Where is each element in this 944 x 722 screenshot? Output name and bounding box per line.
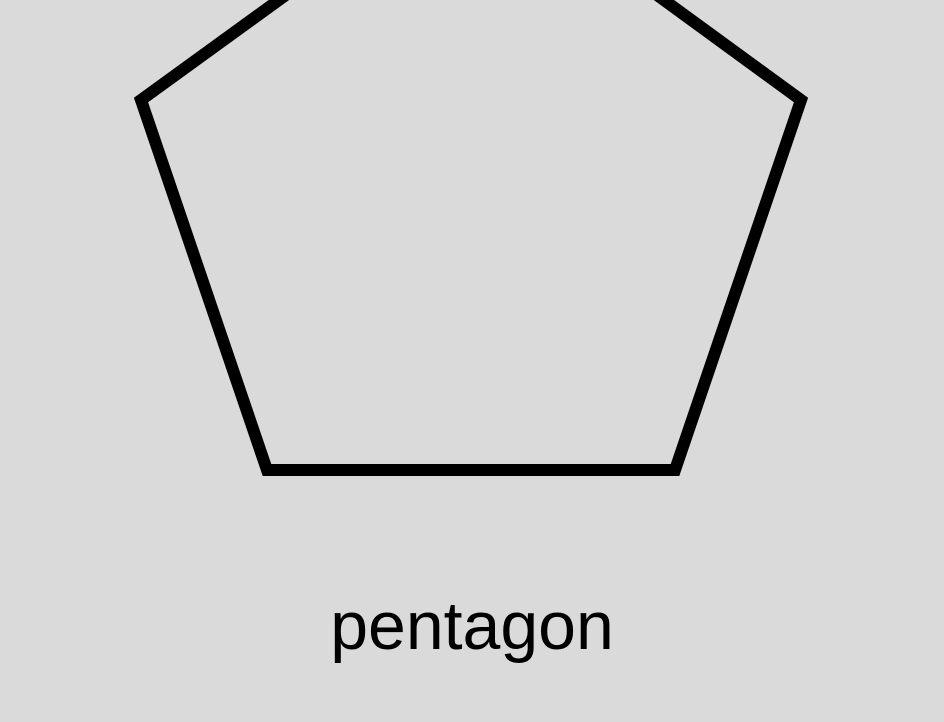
pentagon-outline — [133, 0, 809, 476]
shape-label: pentagon — [330, 588, 614, 664]
